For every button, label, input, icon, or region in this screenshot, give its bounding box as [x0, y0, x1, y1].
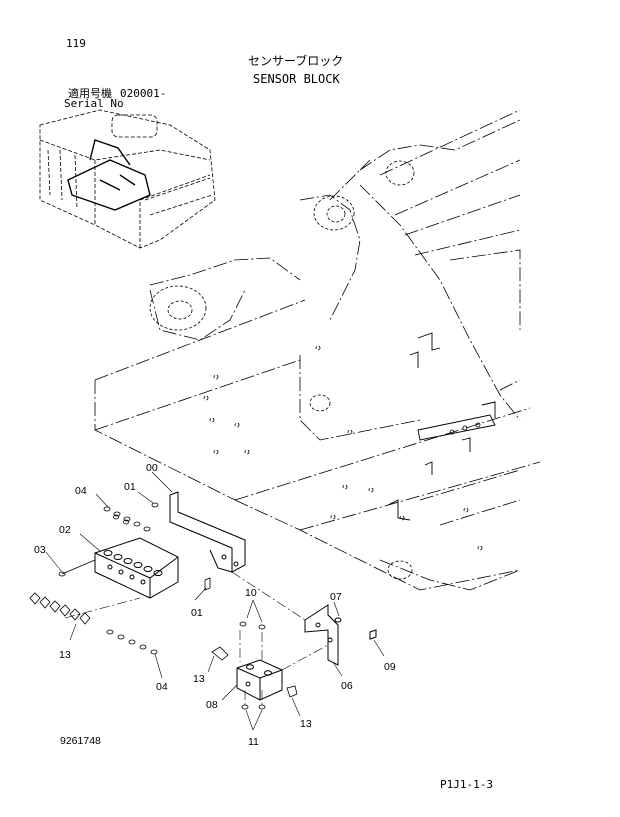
- screws: [151, 502, 211, 591]
- callout-13-middle: 13: [193, 673, 205, 685]
- frame-brackets: [387, 332, 496, 521]
- callout-11: 11: [248, 736, 259, 748]
- callout-09: 09: [384, 661, 396, 673]
- callout-03: 03: [34, 544, 46, 556]
- page-number: 119: [66, 37, 86, 50]
- title-japanese: センサーブロック: [248, 54, 344, 68]
- callout-02: 02: [59, 524, 71, 536]
- phantom-connections: [64, 571, 329, 705]
- callout-13-left: 13: [59, 649, 71, 661]
- fittings-top: [103, 506, 151, 532]
- leader-lines: [45, 471, 385, 731]
- title-english: SENSOR BLOCK: [253, 72, 340, 86]
- callout-00: 00: [146, 462, 158, 474]
- fittings-left: [29, 592, 91, 625]
- mounting-plate: [169, 491, 246, 573]
- bolt: [58, 559, 96, 577]
- serial-value: 020001-: [120, 87, 167, 100]
- small-sensor-block: [236, 659, 283, 701]
- callout-06: 06: [341, 680, 353, 692]
- thumbnail-highlight: [67, 139, 151, 211]
- sensor-block-manifold: [94, 537, 179, 599]
- drawing-number: 9261748: [60, 735, 101, 747]
- lower-bracket: [304, 604, 377, 666]
- callout-04-top: 04: [75, 485, 87, 497]
- callout-04-bottom: 04: [156, 681, 168, 693]
- bracket-holes: [449, 422, 481, 435]
- callout-08: 08: [206, 699, 218, 711]
- main-frame-phantom: [94, 109, 541, 591]
- page-code: P1J1-1-3: [440, 778, 493, 791]
- callout-01-bottom: 01: [191, 607, 203, 619]
- callout-01-top: 01: [124, 481, 136, 493]
- frame-holes: [149, 160, 483, 580]
- callout-07: 07: [330, 591, 342, 603]
- machine-overview-thumbnail: [39, 109, 216, 249]
- small-block-fittings: [211, 621, 298, 710]
- callout-10: 10: [245, 587, 257, 599]
- callout-13-right: 13: [300, 718, 312, 730]
- serial-label-japanese: 適用号機: [68, 87, 112, 100]
- fittings-bottom: [106, 629, 158, 655]
- serial-label-english: Serial No: [64, 97, 124, 110]
